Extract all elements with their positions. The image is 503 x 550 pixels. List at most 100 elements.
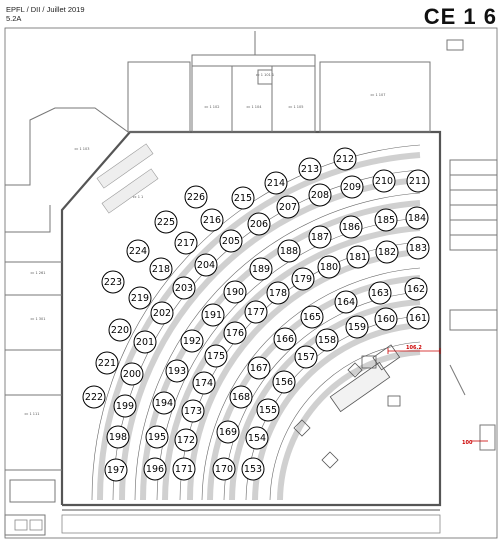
seat-number: 165 — [303, 312, 321, 323]
seat-circle — [374, 208, 398, 232]
seat-number: 181 — [349, 252, 367, 263]
seat-marker: 159 — [345, 315, 369, 339]
seat-circle — [264, 171, 288, 195]
seat-number: 185 — [377, 215, 395, 226]
seat-marker: 198 — [106, 425, 130, 449]
seat-marker: 185 — [374, 208, 398, 232]
right-wing — [449, 159, 498, 451]
seat-marker: 160 — [374, 307, 398, 331]
seat-circle — [308, 225, 332, 249]
seat-circle — [247, 356, 271, 380]
seat-marker: 162 — [404, 277, 428, 301]
dimension-lines — [387, 348, 488, 442]
seat-marker: 212 — [333, 147, 357, 171]
header-info: EPFL / DII / Juillet 2019 5.2A — [6, 5, 85, 23]
header-institution: EPFL / DII / Juillet 2019 — [6, 5, 85, 14]
seat-circle — [317, 255, 341, 279]
seat-circle — [201, 303, 225, 327]
seat-marker: 175 — [204, 344, 228, 368]
seat-number: 171 — [175, 464, 193, 475]
room-label: cc 1 102 — [205, 105, 220, 109]
seat-marker: 202 — [150, 301, 174, 325]
seat-number: 218 — [152, 264, 170, 275]
seat-marker: 153 — [241, 457, 265, 481]
seat-number: 166 — [276, 334, 294, 345]
seat-number: 226 — [187, 192, 205, 203]
seat-marker: 223 — [101, 270, 125, 294]
seat-number: 177 — [247, 307, 265, 318]
seat-circle — [276, 195, 300, 219]
seat-marker: 165 — [300, 305, 324, 329]
seat-marker: 221 — [95, 351, 119, 375]
seat-circle — [143, 457, 167, 481]
seat-circle — [294, 345, 318, 369]
seat-marker: 192 — [180, 329, 204, 353]
seat-marker: 158 — [315, 328, 339, 352]
seat-marker: 181 — [346, 245, 370, 269]
seat-circle — [368, 281, 392, 305]
seat-number: 161 — [409, 313, 427, 324]
seat-circle — [266, 281, 290, 305]
seat-number: 172 — [177, 435, 195, 446]
seat-marker: 199 — [113, 394, 137, 418]
seat-number: 201 — [136, 337, 154, 348]
room-label: cc 1 101 1 — [256, 73, 274, 77]
seat-circle — [150, 301, 174, 325]
seat-number: 195 — [148, 432, 166, 443]
dimension-label-2: 100 — [462, 440, 473, 446]
seat-number: 188 — [280, 246, 298, 257]
seat-marker: 196 — [143, 457, 167, 481]
seat-circle — [375, 240, 399, 264]
seat-number: 176 — [226, 328, 244, 339]
seat-circle — [405, 206, 429, 230]
seat-number: 197 — [107, 465, 125, 476]
seat-marker: 161 — [406, 306, 430, 330]
seat-circle — [406, 169, 430, 193]
seat-marker: 203 — [172, 276, 196, 300]
seat-number: 199 — [116, 401, 134, 412]
seat-number: 183 — [409, 243, 427, 254]
seat-marker: 205 — [219, 229, 243, 253]
seat-number: 169 — [219, 427, 237, 438]
seat-marker: 197 — [104, 458, 128, 482]
seat-number: 198 — [109, 432, 127, 443]
room-label: cc 1 103 — [75, 147, 90, 151]
seat-marker: 172 — [174, 428, 198, 452]
seat-number: 170 — [215, 464, 233, 475]
seat-number: 167 — [250, 363, 268, 374]
seat-marker: 224 — [126, 239, 150, 263]
seat-circle — [231, 186, 255, 210]
room-label: cc 1 261 — [31, 271, 46, 275]
plan-border — [4, 27, 498, 539]
seat-circle — [192, 371, 216, 395]
seat-number: 220 — [111, 325, 129, 336]
bottom-corridor — [14, 514, 441, 534]
seat-number: 196 — [146, 464, 164, 475]
seat-number: 204 — [197, 260, 215, 271]
seat-circle — [249, 257, 273, 281]
room-label: cc 1 111 — [25, 412, 40, 416]
lectern-area — [293, 344, 401, 469]
seat-circle — [245, 426, 269, 450]
seat-circle — [165, 359, 189, 383]
seat-circle — [149, 257, 173, 281]
seat-circle — [126, 239, 150, 263]
seat-number: 163 — [371, 288, 389, 299]
seat-circle — [406, 236, 430, 260]
seat-number: 211 — [409, 176, 427, 187]
seat-circle — [194, 253, 218, 277]
seat-marker: 171 — [172, 457, 196, 481]
seat-number: 155 — [259, 405, 277, 416]
seat-number: 200 — [123, 369, 141, 380]
seat-number: 162 — [407, 284, 425, 295]
seat-marker: 220 — [108, 318, 132, 342]
seat-circle — [184, 185, 208, 209]
seat-circle — [172, 457, 196, 481]
seat-number: 194 — [155, 398, 173, 409]
seat-circle — [120, 362, 144, 386]
seat-number: 225 — [157, 217, 175, 228]
seat-number: 153 — [244, 464, 262, 475]
seat-circle — [223, 321, 247, 345]
